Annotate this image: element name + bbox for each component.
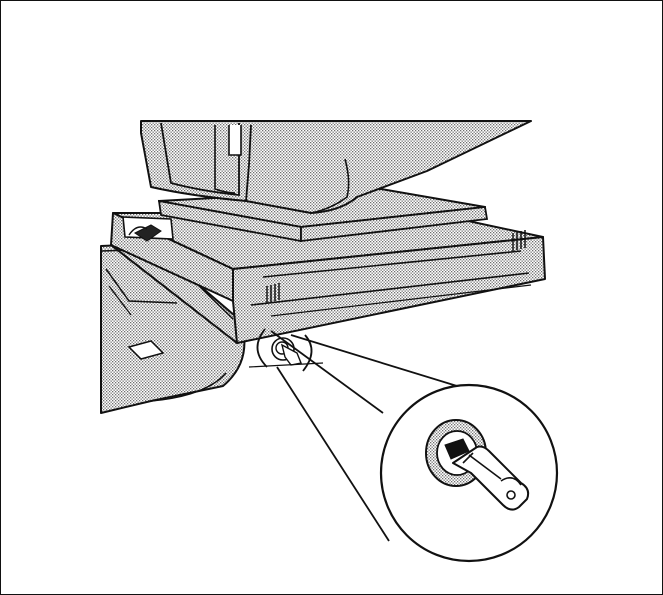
monitor [140,120,532,214]
magnifier-cone [248,328,458,542]
magnified-keylock-detail [379,383,559,563]
keyboard [100,243,246,414]
system-unit [110,212,546,366]
